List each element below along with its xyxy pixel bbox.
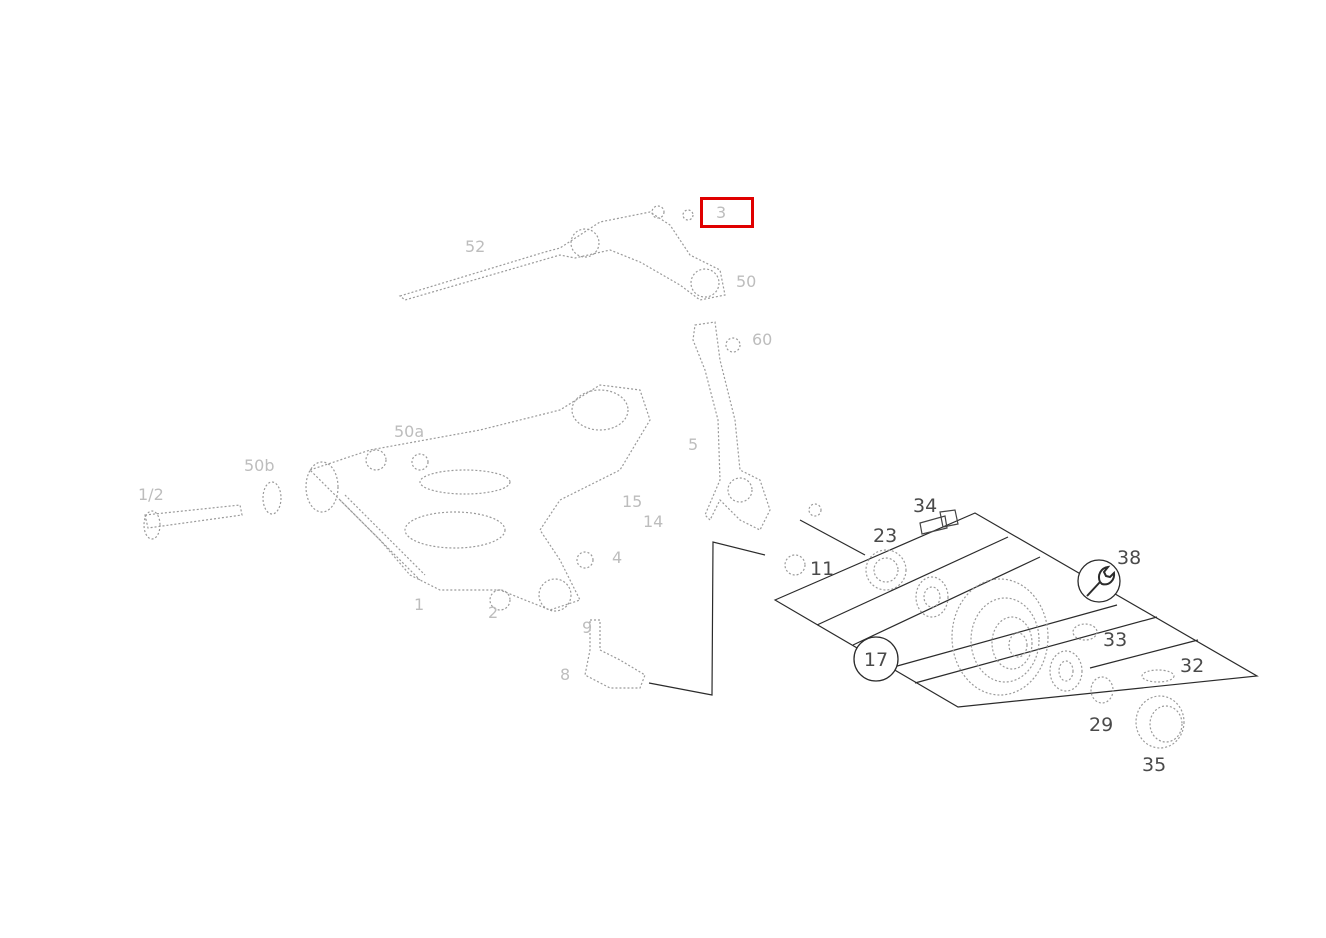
label-11: 11 (810, 558, 834, 580)
label-50: 50 (736, 272, 756, 291)
hub-panel (773, 512, 1259, 708)
label-2: 2 (488, 603, 498, 622)
label-32: 32 (1180, 655, 1204, 677)
label-1k: 1/2 (138, 485, 164, 504)
label-4: 4 (612, 548, 622, 567)
label-8: 8 (560, 665, 570, 684)
label-1: 1 (414, 595, 424, 614)
steering-knuckle-strut (692, 321, 822, 576)
label-23: 23 (873, 525, 897, 547)
label-34: 34 (913, 495, 937, 517)
ball-joint (584, 619, 646, 689)
label-50b: 50b (244, 456, 275, 475)
label-17: 17 (864, 649, 888, 671)
callout-circle-17: 17 (853, 636, 899, 682)
label-9: 9 (582, 618, 592, 637)
label-50a: 50a (394, 422, 424, 441)
inner-bolt (143, 481, 282, 540)
label-35: 35 (1142, 754, 1166, 776)
label-38: 38 (1117, 547, 1141, 569)
label-52: 52 (465, 237, 485, 256)
label-60: 60 (752, 330, 772, 349)
label-5: 5 (688, 435, 698, 454)
highlight-box[interactable] (700, 197, 754, 228)
hub-parts (865, 509, 1185, 749)
leader-line-upper (799, 519, 866, 556)
upper-control-arm (398, 205, 726, 301)
label-15: 15 (622, 492, 642, 511)
label-33: 33 (1103, 629, 1127, 651)
label-14: 14 (643, 512, 663, 531)
wrench-icon (1077, 559, 1121, 603)
label-29: 29 (1089, 714, 1113, 736)
label-3: 3 (716, 203, 726, 222)
leader-line (648, 541, 766, 696)
lower-control-arm (305, 384, 651, 612)
